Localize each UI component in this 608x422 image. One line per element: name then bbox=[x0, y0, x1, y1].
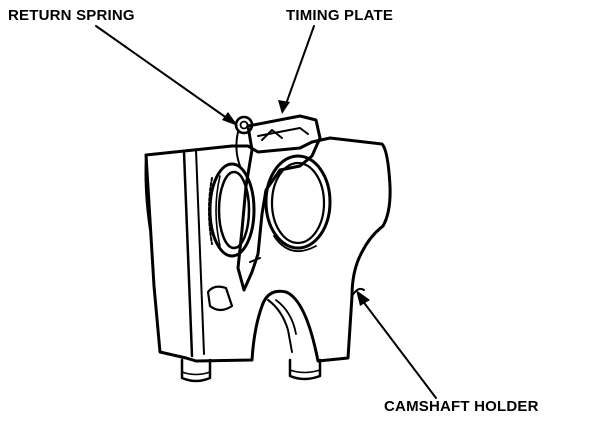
timing-plate-arrowhead bbox=[278, 100, 290, 114]
return-spring-label: RETURN SPRING bbox=[8, 7, 135, 24]
timing-plate-label: TIMING PLATE bbox=[286, 7, 394, 24]
cam-journal bbox=[264, 154, 332, 253]
camshaft-holder-label: CAMSHAFT HOLDER bbox=[384, 398, 539, 415]
return-spring-arrowhead bbox=[222, 112, 238, 126]
rocker-arm-bore bbox=[208, 162, 256, 258]
camshaft-holder-arrowhead bbox=[356, 290, 370, 306]
timing-plate-leader bbox=[285, 25, 315, 105]
return-spring-leader bbox=[95, 25, 232, 122]
timing-plate bbox=[236, 114, 322, 292]
leader-lines bbox=[95, 25, 437, 399]
camshaft-holder-leader bbox=[361, 299, 437, 399]
camshaft-holder-body bbox=[144, 136, 392, 383]
